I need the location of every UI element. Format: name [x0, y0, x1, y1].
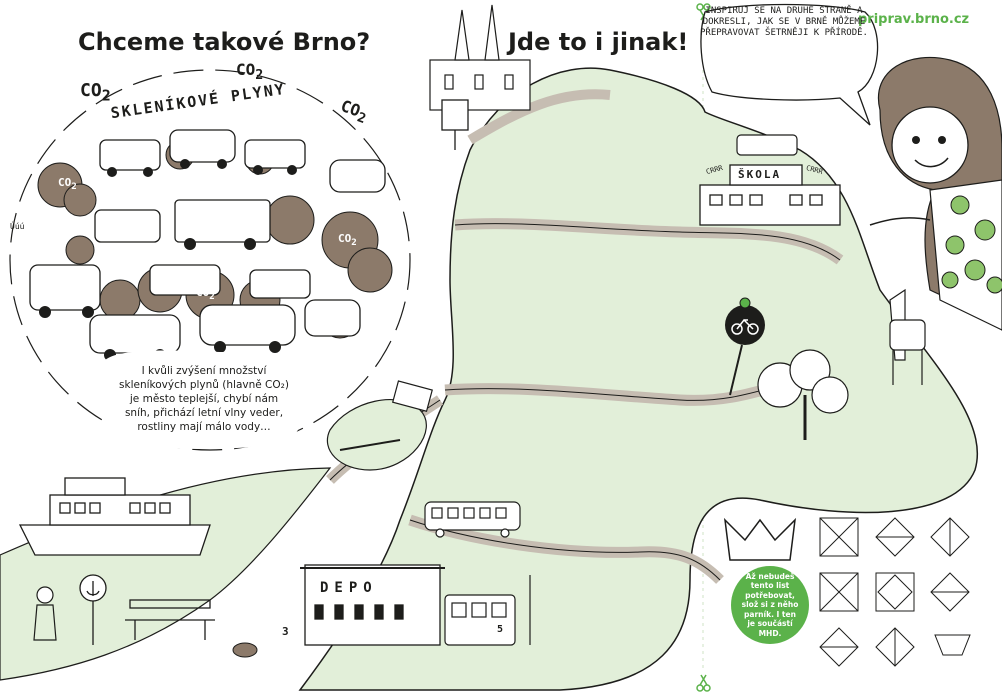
- smog-caption: I kvůli zvýšení množství skleníkových pl…: [119, 365, 289, 433]
- giraffe: [889, 288, 926, 385]
- riverboat: [18, 477, 211, 556]
- bench: [125, 599, 215, 640]
- playground: [326, 380, 433, 471]
- school-sign: ŠKOLA: [738, 168, 782, 181]
- left-title: Chceme takové Brno?: [78, 28, 371, 56]
- co2-label-2: CO2: [236, 60, 264, 84]
- smog-cloud: [9, 69, 411, 451]
- school-building: [699, 164, 841, 226]
- park-tree: [757, 349, 849, 440]
- cathedral: [429, 4, 531, 111]
- tram-top: [736, 134, 798, 156]
- co2-label-6: CO2: [196, 286, 215, 303]
- co2-label-1: CO2: [80, 80, 111, 105]
- folding-instructions: [819, 517, 971, 667]
- anchor-sign-icon: [79, 574, 107, 645]
- fold-boat-note-text: Až nebudeš tento list potřebovat, slož s…: [741, 571, 799, 638]
- website-url[interactable]: priprav.brno.cz: [858, 12, 970, 27]
- depot-number-sign: 3: [282, 625, 289, 638]
- tram-number: 5: [497, 624, 504, 635]
- origami-boat-icon: [723, 517, 797, 561]
- tram-depot-vehicle: [444, 575, 531, 646]
- speech-bubble-text: INSPIRUJ SE NA DRUHÉ STRANĚ A DOKRESLI, …: [700, 6, 868, 38]
- co2-label-5: CO2: [338, 232, 357, 249]
- dog-sound: Úúú: [10, 222, 25, 231]
- crab-icon: [232, 642, 258, 658]
- bus-stop-sign: [441, 99, 469, 150]
- co2-label-4: CO2: [58, 176, 77, 193]
- girl-character: [869, 56, 1002, 331]
- woman-walking: [33, 586, 57, 641]
- right-title: Jde to i jinak!: [508, 28, 689, 56]
- speech-bubble: [700, 3, 879, 126]
- fold-boat-note: Až nebudeš tento list potřebovat, slož s…: [731, 566, 809, 644]
- tram-road: [424, 501, 521, 538]
- bicycle-sign-icon: [725, 297, 765, 396]
- tram-depot: [300, 564, 445, 646]
- depot-sign: DEPO: [320, 580, 378, 596]
- scissors-icon-bottom: [696, 674, 711, 692]
